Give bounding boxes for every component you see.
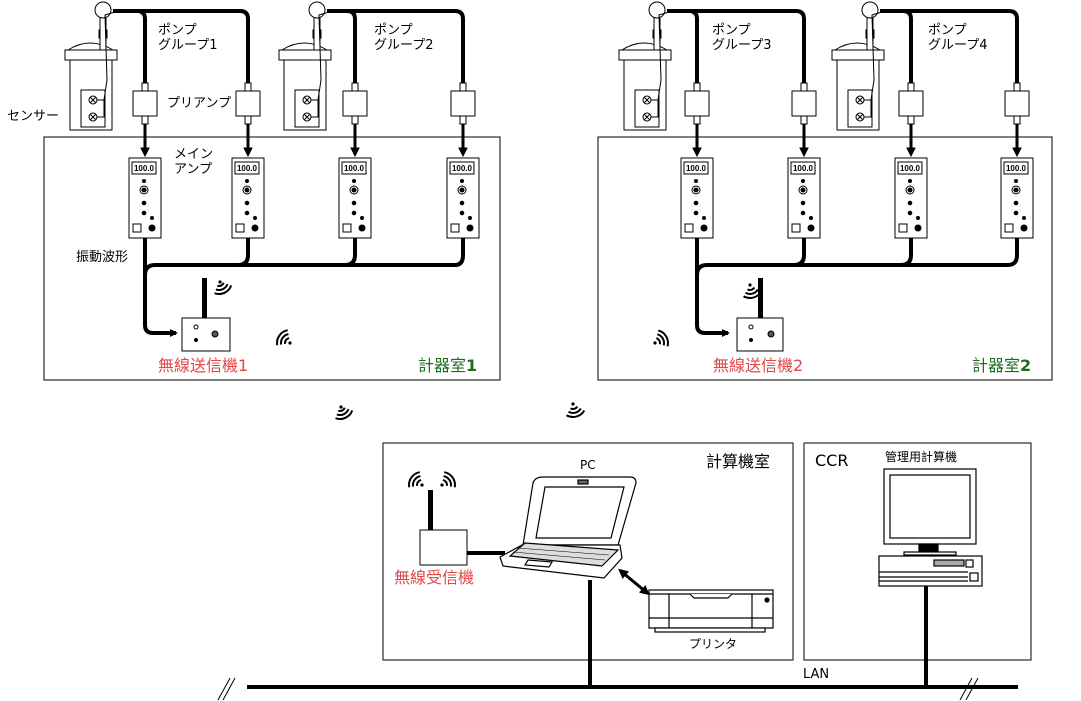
room2-box: [597, 136, 1053, 381]
amp-display-value: 100.0: [686, 164, 707, 173]
preamp-label: プリアンプ: [167, 96, 232, 111]
preamp: [235, 82, 261, 158]
preamp: [684, 82, 710, 158]
amp-display-value: 100.0: [344, 164, 365, 173]
pump-group-2: [278, 1, 476, 158]
pump-cable: [667, 9, 806, 83]
computer-room-label: 計算機室: [706, 452, 771, 471]
pump-label: ポンプ: [374, 23, 413, 38]
lan-break-left: [217, 677, 236, 701]
lan-break-right: [959, 677, 979, 701]
transmitter2: [736, 278, 784, 352]
amp-display-value: 100.0: [237, 164, 258, 173]
room1-text: 計器室: [418, 356, 467, 375]
room2-num: 2: [1020, 356, 1032, 375]
transmitter1-text: 無線送信機: [158, 356, 239, 375]
pump-sensor: [831, 1, 885, 131]
room2-label: 計器室2: [972, 357, 1031, 375]
amp-display-value: 100.0: [452, 164, 473, 173]
pump-group-2-label: ポンプグループ2: [374, 23, 434, 53]
preamp: [791, 82, 817, 158]
ccr-label: CCR: [815, 451, 849, 470]
group-label: グループ2: [374, 38, 434, 53]
pump-sensor: [618, 1, 672, 131]
pump-label: ポンプ: [158, 23, 197, 38]
printer-label: プリンタ: [689, 637, 738, 651]
amp-display-value: 100.0: [793, 164, 814, 173]
pc-label: PC: [580, 458, 596, 472]
transmitter1: [181, 278, 231, 352]
room1-num: 1: [466, 356, 478, 375]
amp-display-value: 100.0: [1006, 164, 1027, 173]
wireless-wave-icon: [566, 402, 586, 418]
preamp: [1004, 82, 1030, 158]
preamp: [450, 82, 476, 158]
room1-box: [43, 136, 501, 381]
group-label: グループ3: [712, 38, 772, 53]
pump-group-4: [831, 1, 1030, 158]
wireless-wave-icon: [335, 405, 354, 420]
main-amp: 100.0: [128, 157, 162, 239]
transmitter2-label: 無線送信機2: [713, 357, 803, 375]
wireless-receiver: [419, 490, 505, 566]
main-amp: 100.0: [446, 157, 480, 239]
wireless-wave-icon: [743, 283, 763, 299]
room2-to-transmitter: [695, 270, 730, 337]
amp-display-value: 100.0: [900, 164, 921, 173]
vibration-waveform-label: 振動波形: [76, 250, 129, 265]
pump-sensor: [64, 1, 118, 131]
pump-sensor: [278, 1, 332, 131]
preamp: [132, 82, 158, 158]
main-amp-label: メインアンプ: [174, 147, 213, 177]
pump-cable: [113, 9, 250, 83]
main-amp: 100.0: [680, 157, 714, 239]
pump-label: ポンプ: [928, 23, 967, 38]
transmitter1-label: 無線送信機1: [158, 357, 248, 375]
pump-group-1-label: ポンプグループ1: [158, 23, 218, 53]
wireless-wave-icon: [214, 280, 233, 295]
preamp: [342, 82, 368, 158]
room1-to-transmitter: [143, 270, 178, 337]
pump-group-3: [618, 1, 817, 158]
main-amp: 100.0: [231, 157, 265, 239]
wireless-wave-icon: [440, 471, 456, 488]
main-amp: 100.0: [338, 157, 372, 239]
ccr-box: [803, 442, 1032, 661]
transmitter2-text: 無線送信機: [713, 356, 794, 375]
pump-cable: [327, 9, 465, 83]
transmitter1-num: 1: [238, 356, 249, 375]
pump-group-1: [64, 1, 261, 158]
main-amp-line1: メイン: [174, 147, 214, 162]
room2-signal-bus: [695, 238, 1019, 276]
transmitter2-num: 2: [793, 356, 804, 375]
group-label: グループ4: [928, 38, 988, 53]
management-computer: [878, 468, 983, 587]
main-amp: 100.0: [787, 157, 821, 239]
printer: [648, 589, 774, 633]
room1-label: 計器室1: [418, 357, 477, 375]
main-amp: 100.0: [894, 157, 928, 239]
lan-label: LAN: [803, 667, 830, 682]
mgmt-computer-label: 管理用計算機: [885, 450, 958, 464]
preamp: [898, 82, 924, 158]
wireless-wave-icon: [653, 329, 669, 347]
room1-signal-bus: [143, 238, 465, 276]
pump-group-4-label: ポンプグループ4: [928, 23, 988, 53]
room2-text: 計器室: [972, 356, 1021, 375]
wireless-wave-icon: [276, 329, 292, 346]
sensor-label: センサー: [7, 109, 60, 124]
pc-printer-link: [618, 568, 650, 596]
pump-group-3-label: ポンプグループ3: [712, 23, 772, 53]
amp-display-value: 100.0: [134, 164, 155, 173]
main-amp: 100.0: [1000, 157, 1034, 239]
laptop-pc: [499, 476, 637, 579]
pump-cable: [880, 9, 1019, 83]
group-label: グループ1: [158, 38, 218, 53]
main-amp-line2: アンプ: [174, 162, 213, 177]
receiver-label: 無線受信機: [394, 568, 475, 587]
wireless-wave-icon: [408, 471, 424, 488]
pump-label: ポンプ: [712, 23, 751, 38]
